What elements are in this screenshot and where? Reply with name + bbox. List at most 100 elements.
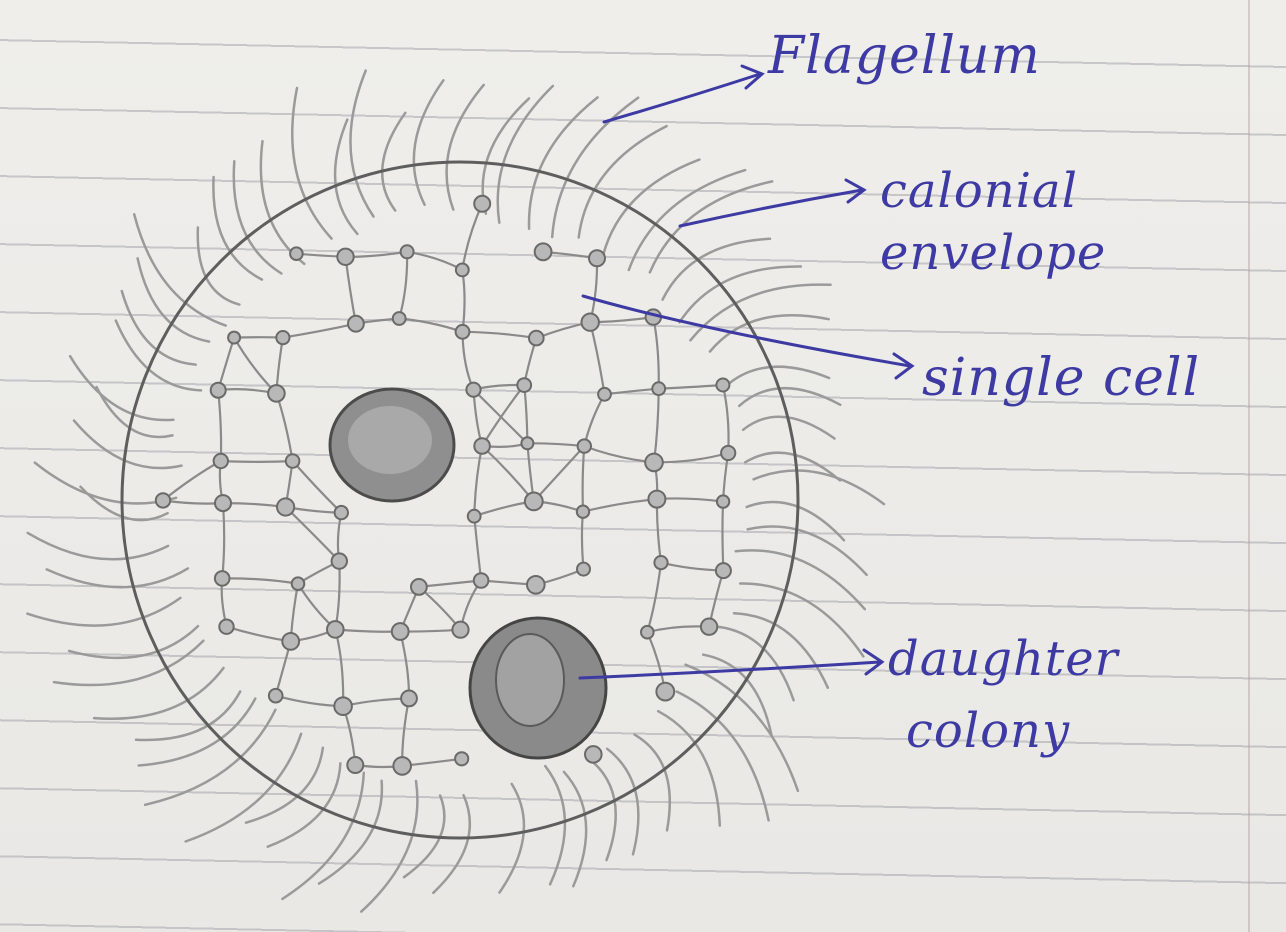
cell-connection xyxy=(654,389,659,463)
cell-connection xyxy=(482,446,534,501)
cell-connection xyxy=(590,322,604,394)
single-cell xyxy=(589,250,605,266)
cell-connection xyxy=(661,563,723,571)
cell-connection xyxy=(399,252,407,319)
flagellum-stroke xyxy=(690,285,830,341)
cell-connection xyxy=(647,563,661,633)
single-cell xyxy=(290,247,303,260)
single-cell xyxy=(401,691,417,707)
single-cell xyxy=(268,385,285,402)
flagellum-stroke xyxy=(382,113,405,211)
flagellum-stroke xyxy=(564,772,586,886)
single-cell xyxy=(474,438,490,454)
single-cell xyxy=(648,491,665,508)
cell-connection xyxy=(463,332,474,390)
single-cell xyxy=(521,437,533,449)
cell-connection xyxy=(584,394,604,446)
cell-connection xyxy=(722,502,723,571)
single-cell xyxy=(348,316,364,332)
single-cell xyxy=(276,331,289,344)
cells xyxy=(156,196,736,775)
single-cell xyxy=(527,576,545,594)
flagellum-stroke xyxy=(754,470,884,504)
single-cell xyxy=(156,493,170,507)
single-cell xyxy=(582,314,599,331)
single-cell xyxy=(474,196,490,212)
single-cell xyxy=(282,633,299,650)
single-cell xyxy=(578,439,591,452)
single-cell xyxy=(286,454,300,468)
cell-connection xyxy=(527,443,584,446)
flagellum-stroke xyxy=(579,126,667,237)
cell-connection xyxy=(346,252,408,257)
label-daughter-colony-line1: daughter xyxy=(888,628,1119,690)
single-cell xyxy=(332,553,347,568)
flagellum-stroke xyxy=(552,98,638,237)
cell-connection xyxy=(657,499,661,562)
flagellum-stroke xyxy=(292,88,331,239)
label-colonial-envelope-line2: envelope xyxy=(880,222,1106,284)
cell-connection xyxy=(584,446,654,462)
single-cell xyxy=(411,579,427,595)
pointer-flagellum xyxy=(604,66,762,122)
cell-network xyxy=(163,204,729,767)
cell-connection xyxy=(419,581,481,587)
pointer-single-cell xyxy=(583,296,912,378)
cell-connection xyxy=(402,698,409,766)
flagellum-stroke xyxy=(246,748,323,823)
cell-connection xyxy=(462,204,482,270)
flagellum-stroke xyxy=(433,795,470,893)
cell-connection xyxy=(343,698,409,706)
flagellum-stroke xyxy=(54,641,203,685)
cell-connection xyxy=(524,385,527,443)
single-cell xyxy=(456,325,470,339)
flagellum-stroke xyxy=(350,71,373,217)
cell-connection xyxy=(474,446,482,516)
single-cell xyxy=(701,619,717,635)
cell-connection xyxy=(657,498,723,501)
cell-connection xyxy=(218,390,221,461)
single-cell xyxy=(535,243,552,260)
single-cell xyxy=(598,388,611,401)
single-cell xyxy=(716,379,729,392)
flagellum-stroke xyxy=(529,97,598,228)
cell-connection xyxy=(221,461,293,462)
single-cell xyxy=(277,498,294,515)
label-flagellum: Flagellum xyxy=(768,26,1041,86)
cell-connection xyxy=(463,332,537,338)
cell-connection xyxy=(723,385,729,453)
cell-connection xyxy=(583,446,585,512)
pointer-envelope xyxy=(680,180,864,226)
single-cell xyxy=(721,446,735,460)
flagellum-stroke xyxy=(736,550,865,609)
single-cell xyxy=(211,383,226,398)
single-cell xyxy=(716,563,731,578)
flagellum-stroke xyxy=(602,160,699,260)
single-cell xyxy=(652,382,665,395)
cell-connection xyxy=(222,503,224,578)
pointer-daughter-colony xyxy=(580,650,882,678)
single-cell xyxy=(401,245,414,258)
single-cell xyxy=(585,746,602,763)
daughter-colony-upper xyxy=(330,389,454,501)
cell-connection xyxy=(462,270,464,332)
single-cell xyxy=(645,454,663,472)
flagellum-stroke xyxy=(680,266,801,322)
label-colonial-envelope-line1: calonial xyxy=(880,160,1078,222)
flagellum-stroke xyxy=(94,668,223,719)
cell-connection xyxy=(474,516,481,580)
cell-connection xyxy=(534,446,585,501)
flagellum-stroke xyxy=(414,80,444,204)
single-cell xyxy=(335,506,348,519)
label-daughter-colony-line2: colony xyxy=(906,700,1070,762)
label-single-cell: single cell xyxy=(922,348,1200,408)
cell-connection xyxy=(605,389,659,395)
cell-connection xyxy=(653,317,658,389)
single-cell xyxy=(219,620,233,634)
single-cell xyxy=(215,571,230,586)
flagellum-stroke xyxy=(710,315,829,351)
single-cell xyxy=(452,622,468,638)
flagellum-stroke xyxy=(739,388,840,406)
single-cell xyxy=(215,495,231,511)
single-cell xyxy=(656,683,674,701)
